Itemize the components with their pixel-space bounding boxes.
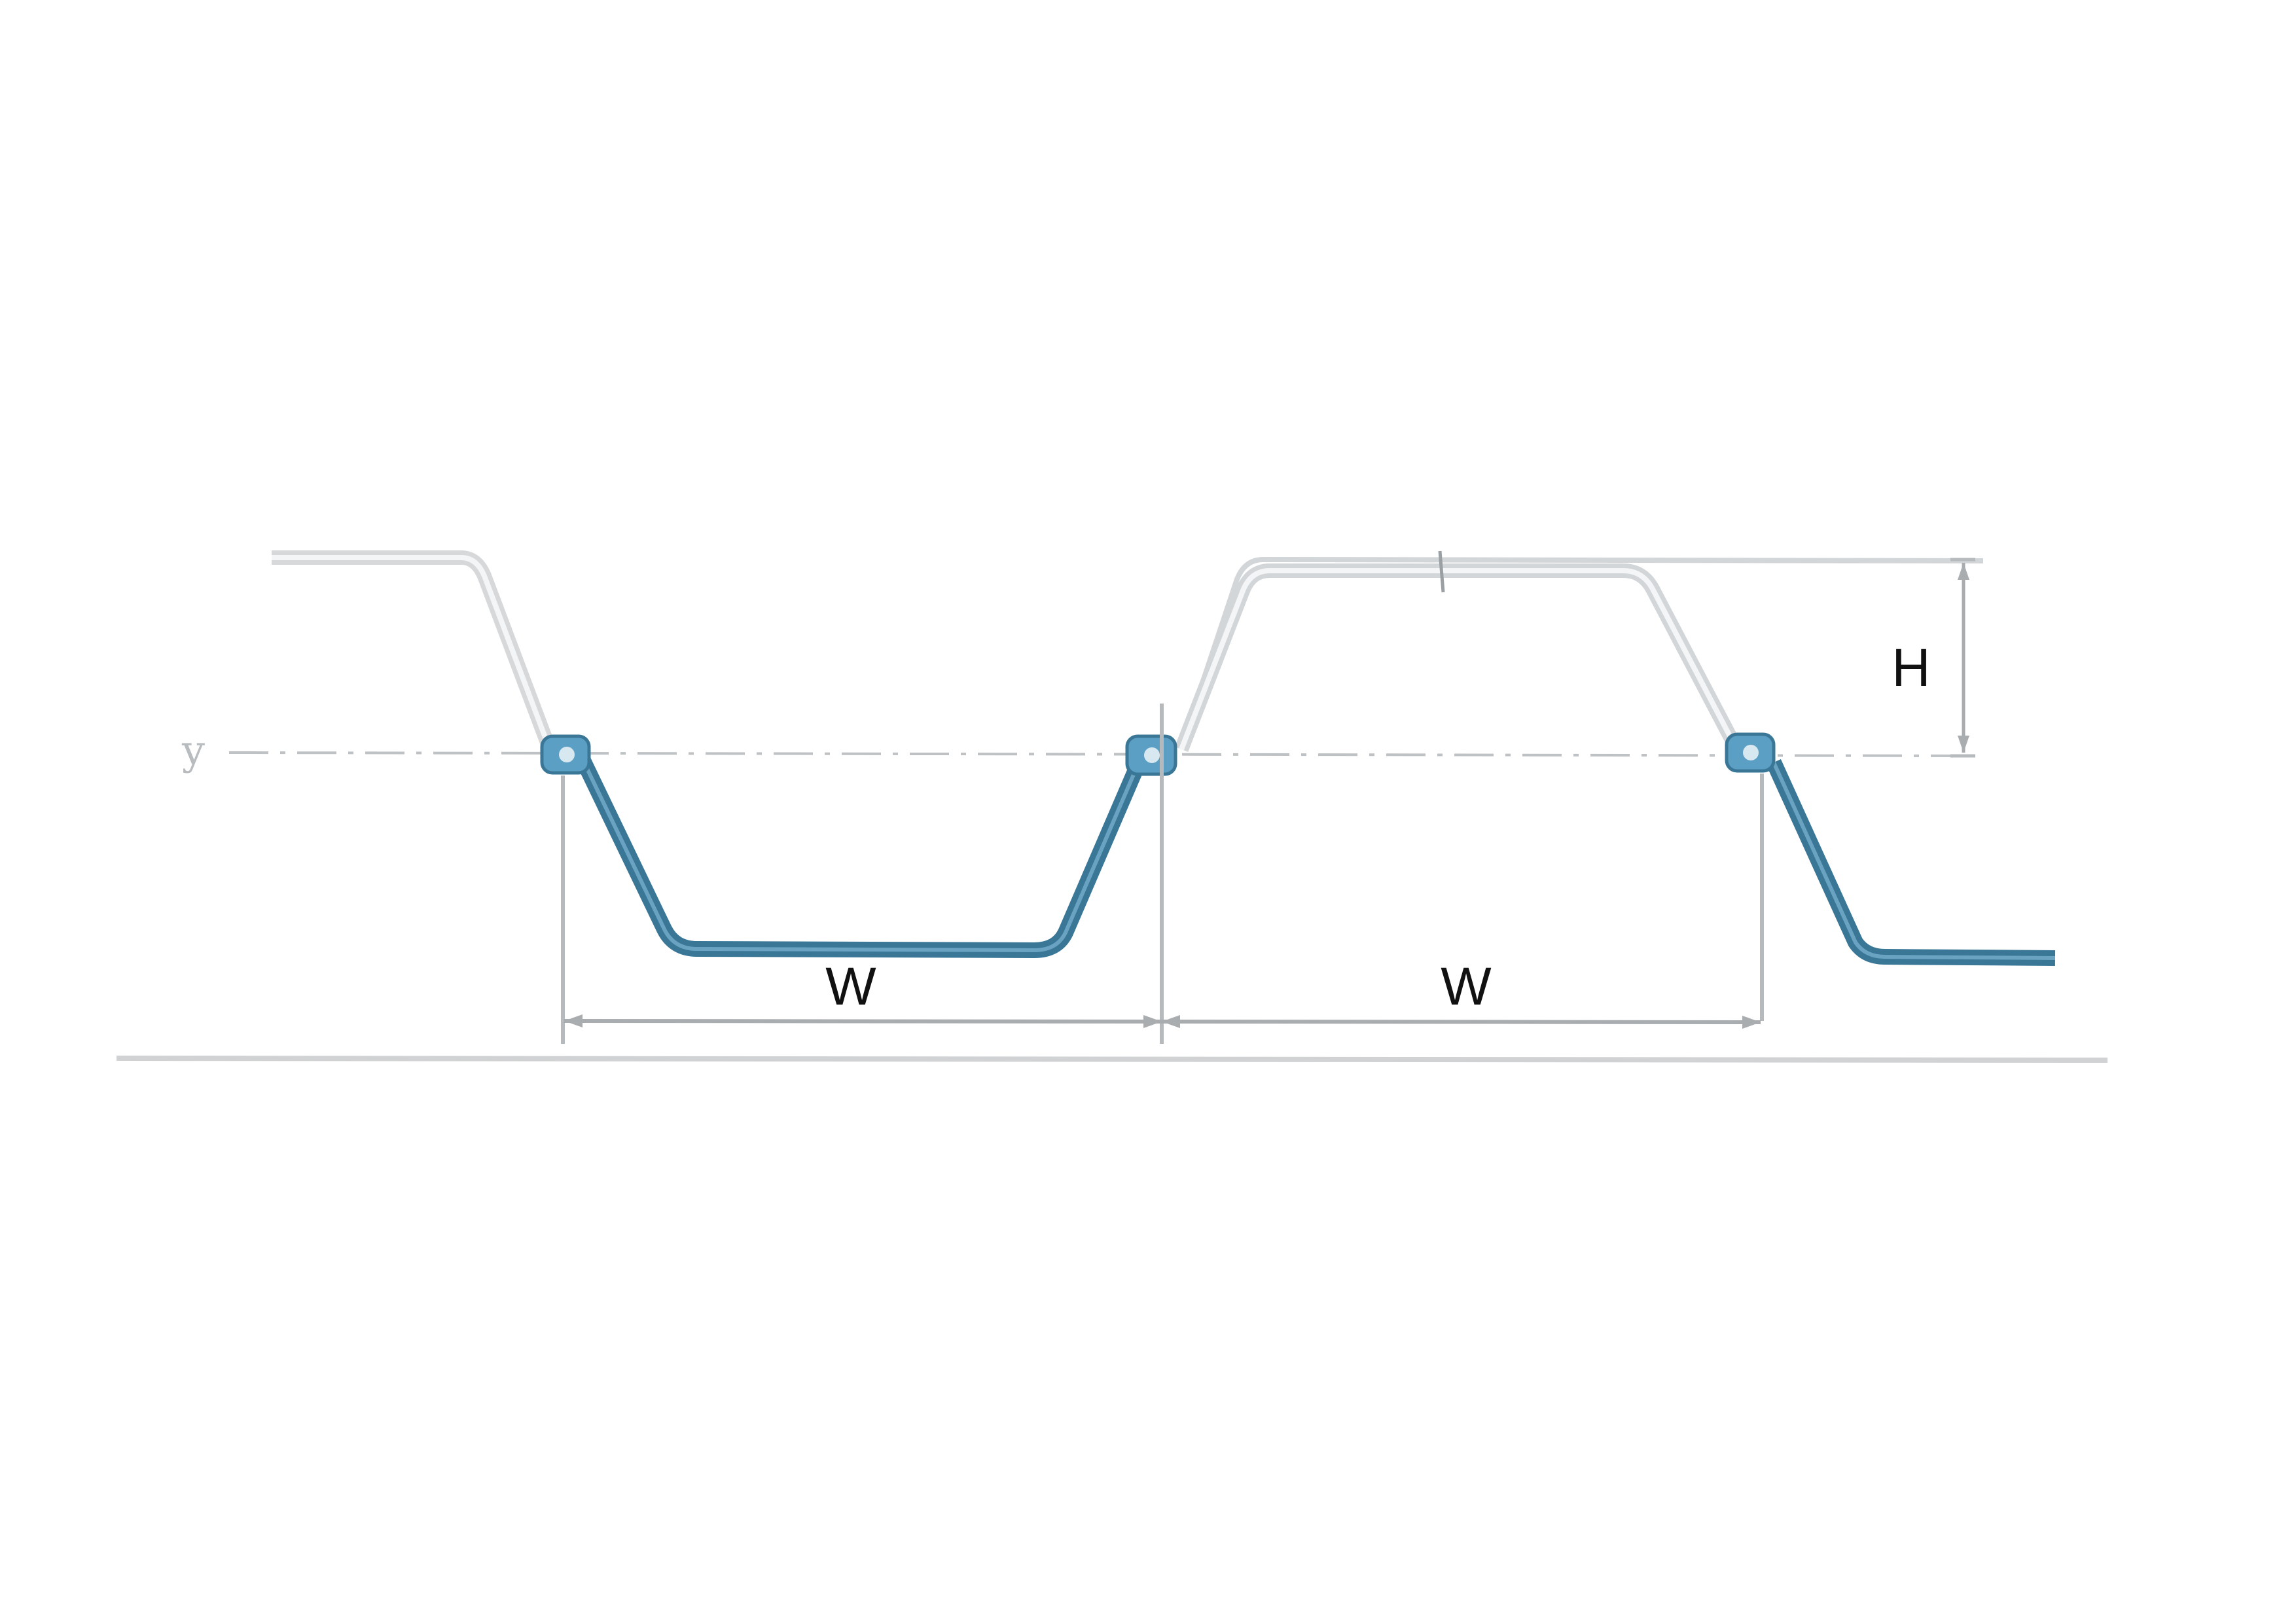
width-label-left: W	[825, 957, 876, 1016]
interlock-middle	[1125, 734, 1177, 776]
right-outline-pile	[1174, 550, 1984, 752]
crest-tick	[1438, 550, 1445, 593]
interlock-left	[540, 734, 591, 775]
height-label: H	[1892, 638, 1930, 698]
ground-line	[116, 1056, 2108, 1063]
width-dimension-line	[564, 1014, 1761, 1029]
interlock-right	[1725, 732, 1776, 773]
width-label-right: W	[1441, 957, 1492, 1016]
neutral-axis-line	[228, 751, 1977, 757]
height-dimension-line	[1950, 558, 1975, 758]
axis-label-y: y	[181, 726, 205, 774]
width-extension-lines	[561, 704, 1764, 1044]
left-outline-pile	[272, 550, 556, 749]
highlighted-pile	[575, 755, 2056, 966]
